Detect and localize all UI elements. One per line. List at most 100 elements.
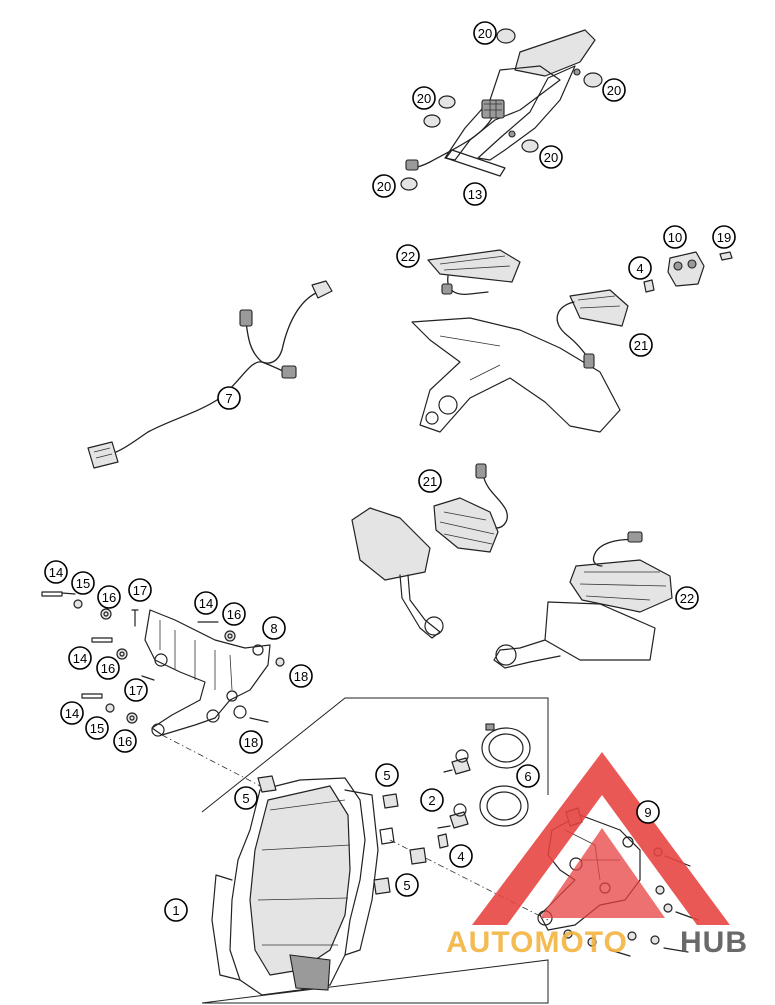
- fastener-set-bottom: [81, 693, 269, 724]
- callout-label: 7: [225, 391, 232, 406]
- callout-circle: [375, 763, 399, 787]
- fastener-set-middle: [91, 621, 285, 681]
- cover-6-upper: [481, 723, 531, 769]
- callout-circle: [463, 182, 487, 206]
- callout-5: 5: [234, 786, 258, 810]
- callout-label: 17: [133, 583, 147, 598]
- callout-20: 20: [539, 145, 563, 169]
- callout-label: 4: [457, 849, 464, 864]
- callout-circle: [239, 730, 263, 754]
- callout-circle: [289, 664, 313, 688]
- callout-13: 13: [463, 182, 487, 206]
- callout-22: 22: [675, 586, 699, 610]
- callout-14: 14: [68, 646, 92, 670]
- callout-15: 15: [71, 571, 95, 595]
- cover-6-lower: [479, 785, 529, 827]
- callout-label: 5: [242, 791, 249, 806]
- callout-circle: [96, 656, 120, 680]
- callout-circle: [602, 78, 626, 102]
- callout-label: 20: [544, 150, 558, 165]
- callout-18: 18: [239, 730, 263, 754]
- callout-label: 8: [270, 621, 277, 636]
- callout-label: 14: [199, 596, 213, 611]
- callout-circle: [262, 616, 286, 640]
- callout-circle: [629, 333, 653, 357]
- callout-19: 19: [712, 225, 736, 249]
- callout-circle: [418, 469, 442, 493]
- leader-line-bracket: [161, 734, 269, 791]
- callout-circle: [712, 225, 736, 249]
- callout-1: 1: [164, 898, 188, 922]
- callout-label: 4: [636, 261, 643, 276]
- callout-circle: [449, 844, 473, 868]
- callout-6: 6: [516, 764, 540, 788]
- callout-circle: [113, 729, 137, 753]
- callout-label: 14: [73, 651, 87, 666]
- callout-label: 15: [90, 721, 104, 736]
- callout-20: 20: [372, 174, 396, 198]
- callout-14: 14: [60, 701, 84, 725]
- callout-label: 17: [129, 683, 143, 698]
- headlight-group-frame: [201, 697, 549, 1004]
- callout-4: 4: [449, 844, 473, 868]
- callout-16: 16: [113, 729, 137, 753]
- callout-circle: [539, 145, 563, 169]
- watermark-text-hub: HUB: [680, 926, 748, 959]
- callout-9: 9: [636, 800, 660, 824]
- callout-label: 13: [468, 187, 482, 202]
- callout-2: 2: [420, 788, 444, 812]
- callout-circle: [395, 873, 419, 897]
- callout-circle: [675, 586, 699, 610]
- callout-16: 16: [96, 656, 120, 680]
- callout-circle: [44, 560, 68, 584]
- clip-5-d: [373, 877, 391, 895]
- callout-14: 14: [44, 560, 68, 584]
- callout-5: 5: [395, 873, 419, 897]
- callout-label: 21: [423, 474, 437, 489]
- tail-light-assembly: [400, 28, 603, 191]
- callout-circle: [85, 716, 109, 740]
- watermark-triangle-outer: [472, 752, 730, 925]
- wiring-harness: [87, 280, 333, 469]
- callout-label: 16: [118, 734, 132, 749]
- callout-label: 20: [607, 83, 621, 98]
- watermark-logo: AUTOMOTO HUB: [446, 752, 748, 959]
- bulb-4-small: [437, 833, 449, 849]
- callout-label: 18: [244, 735, 258, 750]
- callout-circle: [628, 256, 652, 280]
- callout-7: 7: [217, 386, 241, 410]
- callout-circle: [222, 602, 246, 626]
- callout-label: 20: [377, 179, 391, 194]
- front-indicator-assembly: [351, 463, 673, 669]
- callout-circle: [60, 701, 84, 725]
- callout-label: 14: [49, 565, 63, 580]
- watermark-text-auto: AUTOMOTO: [446, 926, 628, 959]
- callout-15: 15: [85, 716, 109, 740]
- callout-label: 9: [644, 805, 651, 820]
- callout-17: 17: [128, 578, 152, 602]
- callout-label: 14: [65, 706, 79, 721]
- callout-18: 18: [289, 664, 313, 688]
- callout-circle: [396, 244, 420, 268]
- callout-16: 16: [222, 602, 246, 626]
- callout-22: 22: [396, 244, 420, 268]
- callout-circle: [473, 21, 497, 45]
- clip-5-c: [409, 847, 427, 865]
- callout-8: 8: [262, 616, 286, 640]
- callout-circle: [97, 585, 121, 609]
- headlight-bracket-assembly: [41, 591, 285, 737]
- bulb-2-upper: [443, 749, 471, 775]
- callout-circle: [516, 764, 540, 788]
- callout-label: 2: [428, 793, 435, 808]
- callout-20: 20: [412, 86, 436, 110]
- callout-17: 17: [124, 678, 148, 702]
- callout-circle: [164, 898, 188, 922]
- headlight-unit: [211, 723, 531, 996]
- callout-circle: [636, 800, 660, 824]
- callout-label: 20: [478, 26, 492, 41]
- callout-5: 5: [375, 763, 399, 787]
- callout-label: 22: [680, 591, 694, 606]
- callout-circle: [71, 571, 95, 595]
- callout-circle: [372, 174, 396, 198]
- callout-label: 16: [227, 607, 241, 622]
